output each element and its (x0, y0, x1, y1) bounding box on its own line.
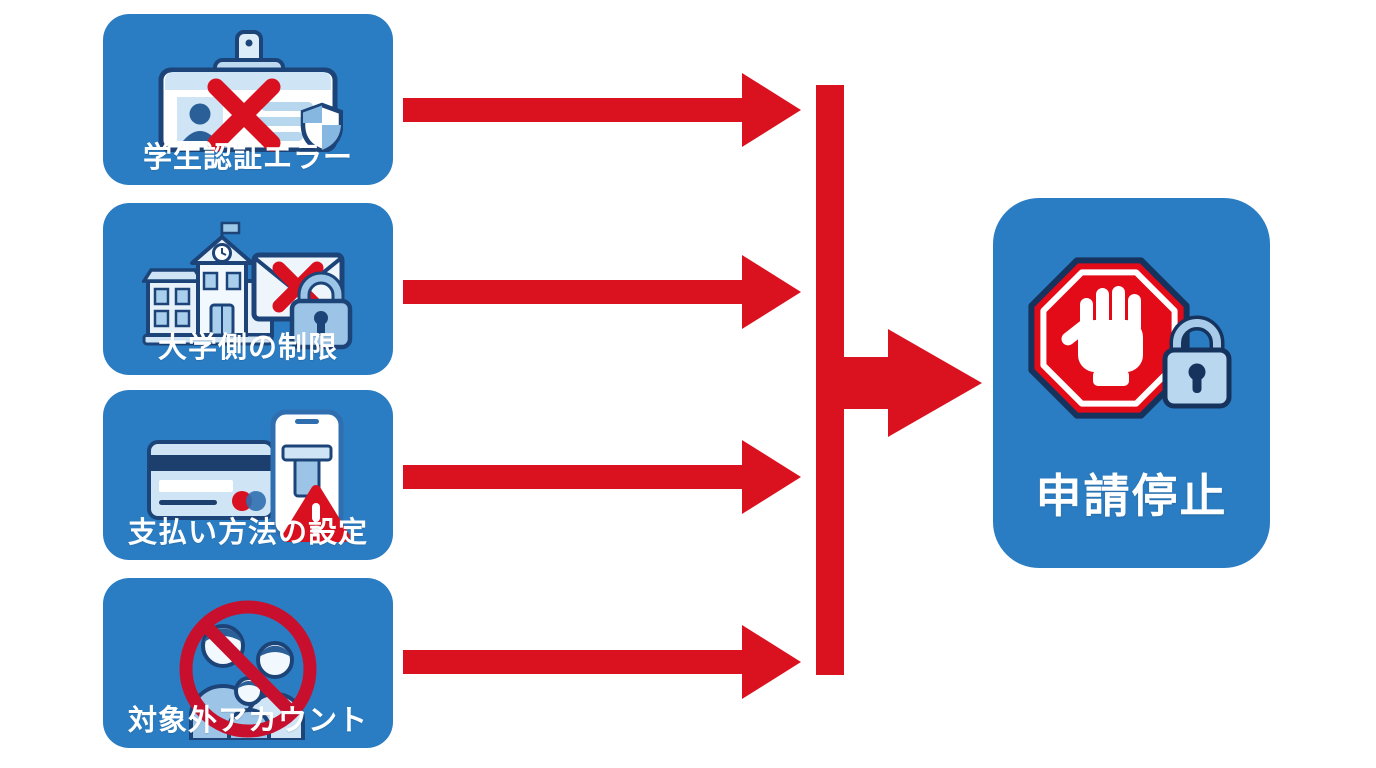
padlock-icon (1162, 315, 1232, 409)
cause-arrow-1 (403, 73, 801, 147)
student-id-error-icon (158, 30, 343, 152)
cause-label: 支払い方法の設定 (127, 517, 368, 549)
cause-arrow-4 (403, 625, 801, 699)
cause-label: 学生認証エラー (142, 142, 353, 174)
cause-box-student-auth-error: 学生認証エラー (103, 14, 393, 185)
cause-label: 対象外アカウント (127, 705, 368, 737)
stop-hand-icon (1061, 286, 1143, 386)
result-box-application-stopped: 申請停止 (993, 198, 1270, 568)
flag-icon (220, 221, 241, 235)
cause-arrow-3 (403, 440, 801, 514)
cause-box-ineligible-account: 対象外アカウント (103, 578, 393, 748)
payment-method-warning-icon (147, 409, 350, 542)
prohibition-sign-icon (179, 600, 317, 738)
cause-box-university-restriction: 大学側の制限 (103, 203, 393, 375)
result-label: 申請停止 (1035, 470, 1228, 522)
junction-bar (816, 85, 844, 675)
cause-arrow-2 (403, 255, 801, 329)
university-restriction-icon (142, 221, 353, 350)
cause-label: 大学側の制限 (157, 332, 338, 364)
stop-sign-lock-icon (1028, 257, 1232, 419)
cause-box-payment-method: 支払い方法の設定 (103, 390, 393, 560)
ineligible-account-icon (179, 600, 317, 740)
red-x-mark (207, 78, 281, 152)
result-arrow (843, 329, 982, 437)
person-avatar (189, 103, 211, 125)
